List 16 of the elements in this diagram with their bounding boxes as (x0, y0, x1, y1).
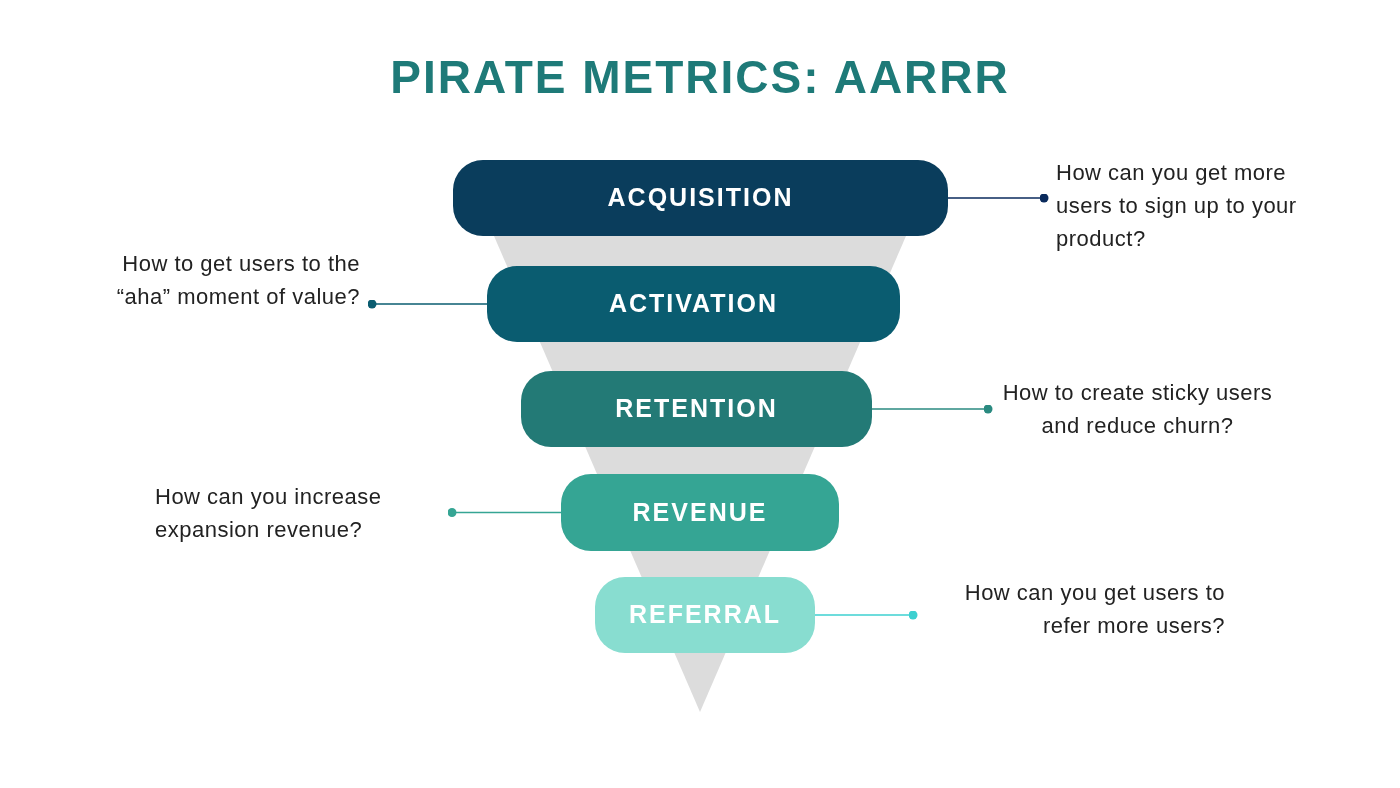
leader-line (367, 299, 488, 309)
stage-pill: ACQUISITION (453, 160, 948, 236)
question-text: How to create sticky users and reduce churn? (1000, 376, 1275, 442)
title: PIRATE METRICS: AARRR (390, 50, 1010, 104)
stage-pill: ACTIVATION (487, 266, 900, 342)
question-text: How can you increase expansion revenue? (155, 480, 440, 546)
stage-pill: REVENUE (561, 474, 839, 551)
leader-line (871, 404, 993, 414)
question-text: How to get users to the “aha” moment of value? (105, 247, 360, 313)
leader-line (447, 508, 562, 517)
question-text: How can you get users to refer more users? (925, 576, 1225, 642)
leader-line (947, 193, 1049, 203)
question-text: How can you get more users to sign up to your product? (1056, 156, 1306, 255)
leader-line (814, 610, 918, 620)
stage-pill: REFERRAL (595, 577, 815, 653)
stage-pill: RETENTION (521, 371, 872, 447)
